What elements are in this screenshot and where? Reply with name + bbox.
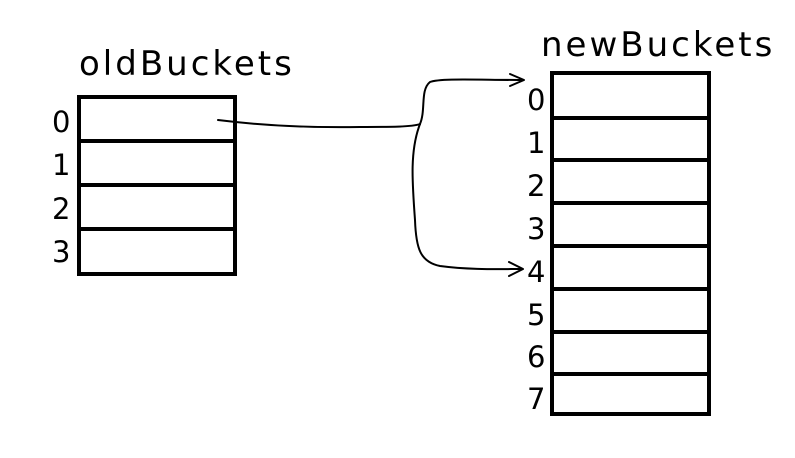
old-buckets-indices: 0 1 2 3 [52,105,70,269]
new-bucket-index-0: 0 [527,83,545,117]
arrowhead-new-bucket-0 [509,73,525,87]
old-buckets-title: oldBuckets [79,44,295,84]
new-bucket-index-2: 2 [527,169,545,203]
new-bucket-cell-7 [550,372,711,416]
new-bucket-cell-5 [550,287,711,334]
old-bucket-cell-2 [77,183,237,231]
new-bucket-index-6: 6 [527,340,545,374]
new-bucket-index-5: 5 [527,298,545,332]
old-bucket-cell-1 [77,139,237,187]
old-bucket-index-2: 2 [52,192,70,226]
old-bucket-index-0: 0 [52,105,70,139]
old-bucket-cell-3 [77,227,237,276]
new-bucket-index-4: 4 [527,255,545,289]
old-bucket-index-1: 1 [52,148,70,182]
arrow-to-new-bucket-4 [411,123,523,271]
old-buckets-array [77,95,237,276]
new-buckets-indices: 0 1 2 3 4 5 6 7 [527,83,545,416]
rehash-arrows [217,73,525,277]
new-bucket-cell-3 [550,201,711,248]
new-buckets-title: newBuckets [541,25,775,65]
new-bucket-index-3: 3 [527,212,545,246]
new-bucket-cell-0 [550,71,711,120]
arrow-shared-stem [217,119,421,129]
new-bucket-cell-1 [550,116,711,162]
new-bucket-index-7: 7 [527,382,545,416]
new-bucket-cell-4 [550,244,711,291]
old-bucket-index-3: 3 [52,235,70,269]
arrow-to-new-bucket-0 [419,78,523,125]
new-bucket-cell-6 [550,330,711,376]
old-bucket-cell-0 [77,95,237,143]
new-buckets-array [550,71,711,416]
arrowhead-new-bucket-4 [508,261,524,277]
new-bucket-index-1: 1 [527,126,545,160]
new-bucket-cell-2 [550,158,711,205]
